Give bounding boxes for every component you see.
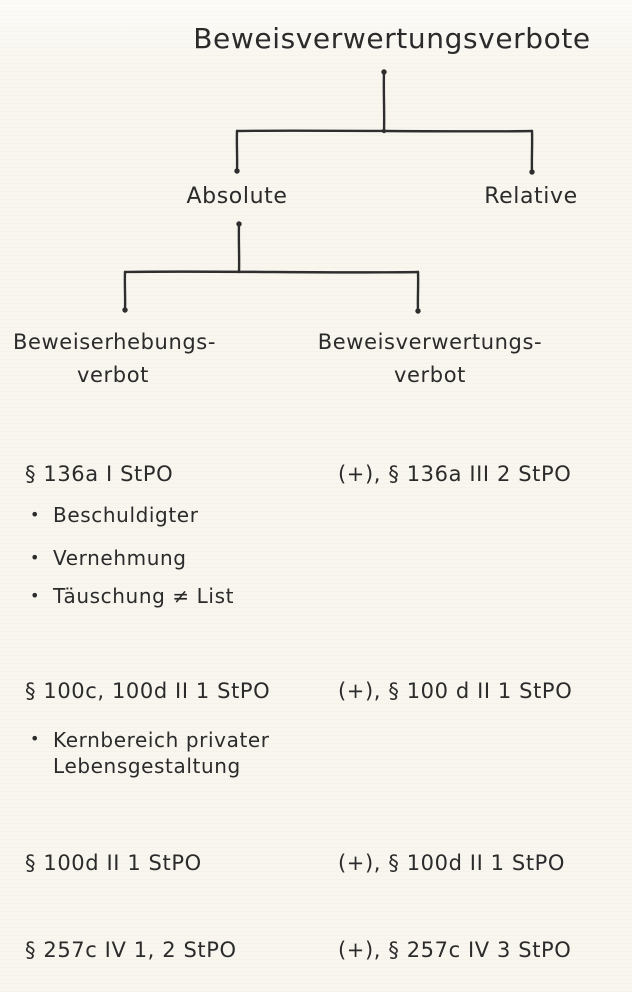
bullet-icon: • — [30, 548, 41, 567]
tree-node-beweiserhebungsverbot-line1: Beweiserhebungs- — [13, 330, 217, 354]
statute-ref-erhebung-100c: § 100c, 100d II 1 StPO — [25, 679, 271, 703]
bullet-text: Beschuldigter — [53, 503, 199, 527]
bullet-text: Vernehmung — [53, 546, 187, 570]
list-item: • Täuschung ≠ List — [30, 584, 234, 608]
bullet-text: Täuschung ≠ List — [53, 584, 235, 608]
tree-node-beweiserhebungsverbot: Beweiserhebungs- verbot — [13, 326, 217, 392]
statute-ref-verwertung-136a: (+), § 136a III 2 StPO — [338, 462, 572, 486]
statute-ref-verwertung-100d: (+), § 100 d II 1 StPO — [338, 679, 573, 703]
tree-node-beweisverwertungsverbot-line1: Beweisverwertungs- — [317, 330, 543, 354]
tree-node-beweisverwertungsverbot: Beweisverwertungs- verbot — [305, 326, 555, 392]
statute-ref-erhebung-100d: § 100d II 1 StPO — [25, 851, 202, 875]
statute-ref-erhebung-257c: § 257c IV 1, 2 StPO — [25, 938, 237, 962]
tree-node-beweiserhebungsverbot-line2: verbot — [77, 363, 149, 387]
bullet-icon: • — [30, 586, 41, 605]
bullet-icon: • — [30, 505, 41, 524]
page-title: Beweisverwertungsverbote — [193, 22, 591, 55]
list-item: • Vernehmung — [30, 546, 187, 570]
list-item: • Kernbereich privater Lebensgestaltung — [30, 727, 275, 779]
statute-ref-verwertung-257c: (+), § 257c IV 3 StPO — [338, 938, 572, 962]
list-item: • Beschuldigter — [30, 503, 199, 527]
bullet-icon: • — [30, 729, 41, 748]
statute-ref-erhebung-136a: § 136a I StPO — [25, 462, 174, 486]
tree-node-absolute: Absolute — [186, 184, 288, 209]
bullet-text: Kernbereich privater Lebensgestaltung — [53, 728, 270, 778]
statute-ref-verwertung-100d2: (+), § 100d II 1 StPO — [338, 851, 566, 875]
tree-node-beweisverwertungsverbot-line2: verbot — [394, 363, 466, 387]
tree-node-relative: Relative — [484, 184, 578, 209]
connector-level2-bar — [123, 270, 420, 274]
